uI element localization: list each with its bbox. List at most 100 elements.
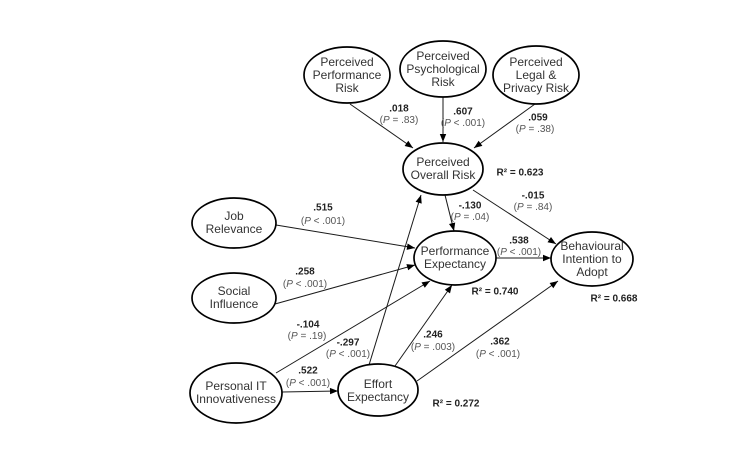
node-ellipse bbox=[189, 362, 283, 424]
arrowhead-effort-expectancy-to-performance-expectancy bbox=[444, 285, 452, 294]
node-job-relevance: Job Relevance bbox=[191, 197, 277, 249]
node-label-line: Legal & bbox=[516, 68, 557, 82]
path-line-legal-privacy-risk-to-overall-risk bbox=[473, 103, 536, 149]
r-squared-labels: R² = 0.623 R² = 0.740 R² = 0.668 R² = 0.… bbox=[433, 168, 638, 410]
p-symbol: P bbox=[304, 216, 311, 227]
p-value-text: = .84) bbox=[524, 202, 553, 213]
node-behavioural-intention: Behavioural Intention to Adopt bbox=[550, 231, 634, 287]
node-social-influence: Social Influence bbox=[191, 272, 277, 324]
r-squared-effort-expectancy: R² = 0.272 bbox=[433, 399, 480, 410]
path-p-value: (P < .001) bbox=[441, 118, 485, 129]
node-label-line: Perceived bbox=[509, 55, 562, 69]
p-value-text: ( bbox=[476, 349, 480, 360]
p-value-text: ( bbox=[514, 202, 518, 213]
p-value-text: ( bbox=[441, 118, 445, 129]
p-value-text: ( bbox=[380, 115, 384, 126]
p-symbol: P bbox=[444, 118, 451, 129]
path-line-innovativeness-to-performance-expectancy bbox=[275, 280, 431, 374]
arrowhead-psych-risk-to-overall-risk bbox=[439, 134, 447, 142]
path-coefficient: -.015 bbox=[522, 191, 545, 202]
arrowhead-perf-risk-to-overall-risk bbox=[404, 140, 413, 148]
path-p-value: (P = .84) bbox=[514, 202, 553, 213]
path-coefficient: .607 bbox=[453, 107, 473, 118]
path-coefficient: .362 bbox=[490, 337, 510, 348]
p-value-text: = .04) bbox=[461, 212, 490, 223]
node-label-line: Risk bbox=[431, 75, 455, 89]
node-perceived-overall-risk: Perceived Overall Risk bbox=[402, 142, 484, 196]
arrowhead-innovativeness-to-effort-expectancy bbox=[329, 387, 338, 395]
node-label-line: Innovativeness bbox=[196, 392, 276, 406]
path-coefficient: -.130 bbox=[459, 201, 482, 212]
arrowhead-legal-privacy-risk-to-overall-risk bbox=[474, 140, 483, 148]
node-label-line: Expectancy bbox=[347, 390, 409, 404]
node-performance-expectancy: Performance Expectancy bbox=[413, 230, 497, 286]
path-coefficient: .515 bbox=[313, 203, 333, 214]
p-value-text: = .83) bbox=[390, 115, 419, 126]
r-squared-performance-expectancy: R² = 0.740 bbox=[472, 287, 519, 298]
arrowhead-effort-expectancy-to-behavioural-intention bbox=[549, 281, 558, 289]
node-perceived-legal-privacy-risk: Perceived Legal & Privacy Risk bbox=[492, 45, 580, 105]
arrowhead-effort-expectancy-to-overall-risk bbox=[415, 195, 422, 204]
node-perceived-psychological-risk: Perceived Psychological Risk bbox=[399, 40, 487, 98]
path-p-value: (P = .003) bbox=[411, 342, 455, 353]
path-coefficient: .246 bbox=[423, 330, 443, 341]
path-line-perf-risk-to-overall-risk bbox=[349, 103, 414, 149]
node-label-line: Behavioural bbox=[560, 239, 623, 253]
r-squared-overall-risk: R² = 0.623 bbox=[497, 168, 544, 179]
path-p-value: (P < .001) bbox=[283, 279, 327, 290]
path-line-social-influence-to-performance-expectancy bbox=[274, 264, 416, 305]
p-value-text: ( bbox=[497, 247, 501, 258]
path-p-value: (P = .38) bbox=[516, 124, 555, 135]
node-ellipse bbox=[303, 46, 391, 104]
arrowheads bbox=[329, 134, 558, 395]
p-symbol: P bbox=[414, 342, 421, 353]
arrowhead-innovativeness-to-performance-expectancy bbox=[421, 281, 430, 288]
p-value-text: < .001) bbox=[507, 247, 541, 258]
path-coefficient: -.104 bbox=[297, 320, 320, 331]
p-value-text: ( bbox=[411, 342, 415, 353]
node-ellipse bbox=[337, 363, 419, 417]
p-symbol: P bbox=[289, 378, 296, 389]
p-value-text: ( bbox=[326, 349, 330, 360]
path-p-value: (P < .001) bbox=[476, 349, 520, 360]
arrowhead-overall-risk-to-performance-expectancy bbox=[449, 222, 456, 231]
node-effort-expectancy: Effort Expectancy bbox=[337, 363, 419, 417]
path-line-overall-risk-to-behavioural-intention bbox=[472, 189, 557, 245]
p-value-text: < .001) bbox=[296, 378, 330, 389]
node-ellipse bbox=[402, 142, 484, 196]
node-label-line: Intention to bbox=[562, 252, 622, 266]
p-symbol: P bbox=[519, 124, 526, 135]
node-ellipse bbox=[550, 231, 634, 287]
node-label-line: Privacy Risk bbox=[503, 81, 570, 95]
path-coefficient: .538 bbox=[509, 236, 529, 247]
p-value-text: < .001) bbox=[311, 216, 345, 227]
node-ellipse bbox=[399, 40, 487, 98]
path-coefficient: .059 bbox=[528, 113, 548, 124]
node-ellipse bbox=[191, 197, 277, 249]
r-squared-behavioural-intention: R² = 0.668 bbox=[591, 294, 638, 305]
path-coefficient: .522 bbox=[298, 366, 318, 377]
node-label-line: Perceived bbox=[416, 155, 469, 169]
node-ellipse bbox=[492, 45, 580, 105]
p-symbol: P bbox=[454, 212, 461, 223]
p-symbol: P bbox=[329, 349, 336, 360]
path-lines bbox=[274, 97, 559, 393]
path-p-value: (P = .19) bbox=[288, 331, 327, 342]
node-label-line: Personal IT bbox=[205, 379, 267, 393]
p-symbol: P bbox=[286, 279, 293, 290]
node-personal-it-innovativeness: Personal IT Innovativeness bbox=[189, 362, 283, 424]
node-label-line: Performance bbox=[421, 244, 490, 258]
node-label-line: Risk bbox=[335, 81, 359, 95]
path-labels: .018 (P = .83) .607 (P < .001) .059 (P =… bbox=[283, 104, 554, 389]
p-value-text: ( bbox=[301, 216, 305, 227]
node-label-line: Performance bbox=[313, 68, 382, 82]
arrowhead-job-relevance-to-performance-expectancy bbox=[406, 243, 415, 250]
p-value-text: ( bbox=[288, 331, 292, 342]
path-p-value: (P = .83) bbox=[380, 115, 419, 126]
path-line-innovativeness-to-effort-expectancy bbox=[281, 390, 339, 393]
path-line-effort-expectancy-to-overall-risk bbox=[368, 194, 422, 366]
path-coefficient: .258 bbox=[295, 267, 315, 278]
node-perceived-performance-risk: Perceived Performance Risk bbox=[303, 46, 391, 104]
node-label-line: Social bbox=[218, 284, 251, 298]
